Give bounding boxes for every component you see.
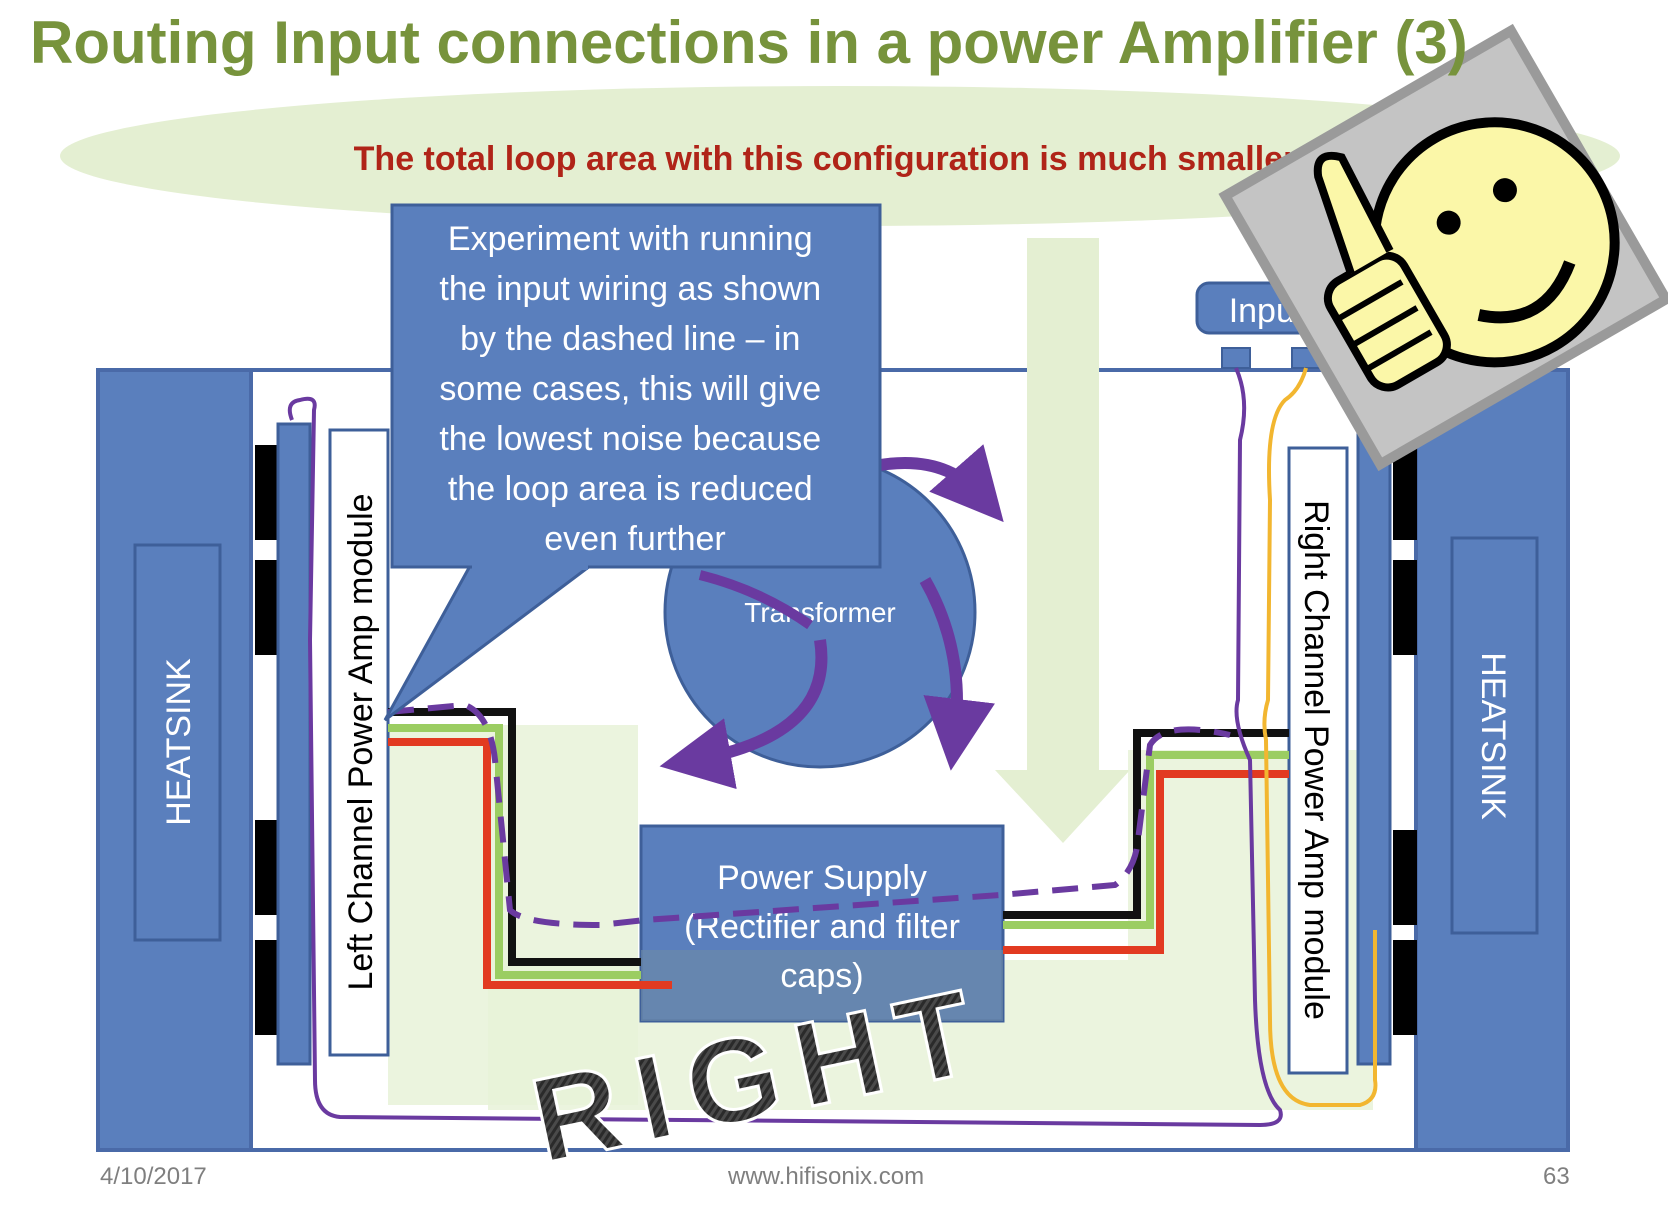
wire-green-left xyxy=(388,724,641,979)
power-supply-line-1: Power Supply xyxy=(717,859,927,897)
airflow-arrow xyxy=(995,238,1130,843)
callout-line-5: the lowest noise because xyxy=(439,420,821,458)
callout-seam xyxy=(472,560,588,570)
callout-line-6: the loop area is reduced xyxy=(448,470,813,508)
input-jack-left xyxy=(1221,347,1251,369)
flux-arrow-4 xyxy=(698,570,813,630)
right-heatsink-label: HEATSINK xyxy=(1474,652,1512,820)
thumbs-up-smiley-icon xyxy=(1218,23,1668,472)
right-module-label: Right Channel Power Amp module xyxy=(1297,500,1335,1020)
left-heatsink-label-box xyxy=(133,543,222,942)
callout-line-3: by the dashed line – in xyxy=(460,320,800,358)
right-module-box xyxy=(1287,446,1349,1075)
page-number: 63 xyxy=(1543,1163,1570,1190)
flux-arrow-2 xyxy=(919,577,995,771)
right-transistor-3 xyxy=(1393,830,1417,925)
right-transistor-1 xyxy=(1393,445,1417,540)
power-supply-line-3: caps) xyxy=(780,957,863,995)
left-module-label: Left Channel Power Amp module xyxy=(342,493,380,990)
left-transistor-3 xyxy=(255,820,279,915)
purple-input-wire xyxy=(287,367,1283,1128)
power-supply-line-2: (Rectifier and filter xyxy=(684,908,960,946)
orange-input-wire xyxy=(1262,367,1378,1107)
right-transistor-4 xyxy=(1393,940,1417,1035)
callout-line-1: Experiment with running xyxy=(448,220,813,258)
callout-box xyxy=(390,203,882,569)
dashed-input-route xyxy=(387,701,1231,929)
flux-arrow-1 xyxy=(879,444,1004,523)
right-heatsink-label-box xyxy=(1450,536,1539,935)
power-supply-lower-tint xyxy=(641,950,1003,1021)
subtitle-text: The total loop area with this configurat… xyxy=(354,140,1297,178)
footer-url: www.hifisonix.com xyxy=(728,1163,925,1190)
slide-title: Routing Input connections in a power Amp… xyxy=(30,9,1468,76)
callout-line-4: some cases, this will give xyxy=(439,370,821,408)
right-transistor-2 xyxy=(1393,560,1417,655)
callout-text: Experiment with running the input wiring… xyxy=(439,220,830,558)
left-transistor-2 xyxy=(255,560,279,655)
footer-date: 4/10/2017 xyxy=(100,1163,207,1190)
left-mounting-bar xyxy=(276,422,312,1066)
callout-line-7: even further xyxy=(544,520,725,558)
left-transistor-1 xyxy=(255,445,279,540)
callout-line-2: the input wiring as shown xyxy=(439,270,821,308)
wire-red-left xyxy=(388,738,672,989)
wire-black-left xyxy=(388,708,641,966)
left-heatsink-label: HEATSINK xyxy=(160,658,198,826)
wire-red-right xyxy=(1003,770,1289,954)
flux-arrow-3 xyxy=(659,639,828,790)
wire-green-right xyxy=(1003,751,1289,929)
left-transistor-4 xyxy=(255,940,279,1035)
